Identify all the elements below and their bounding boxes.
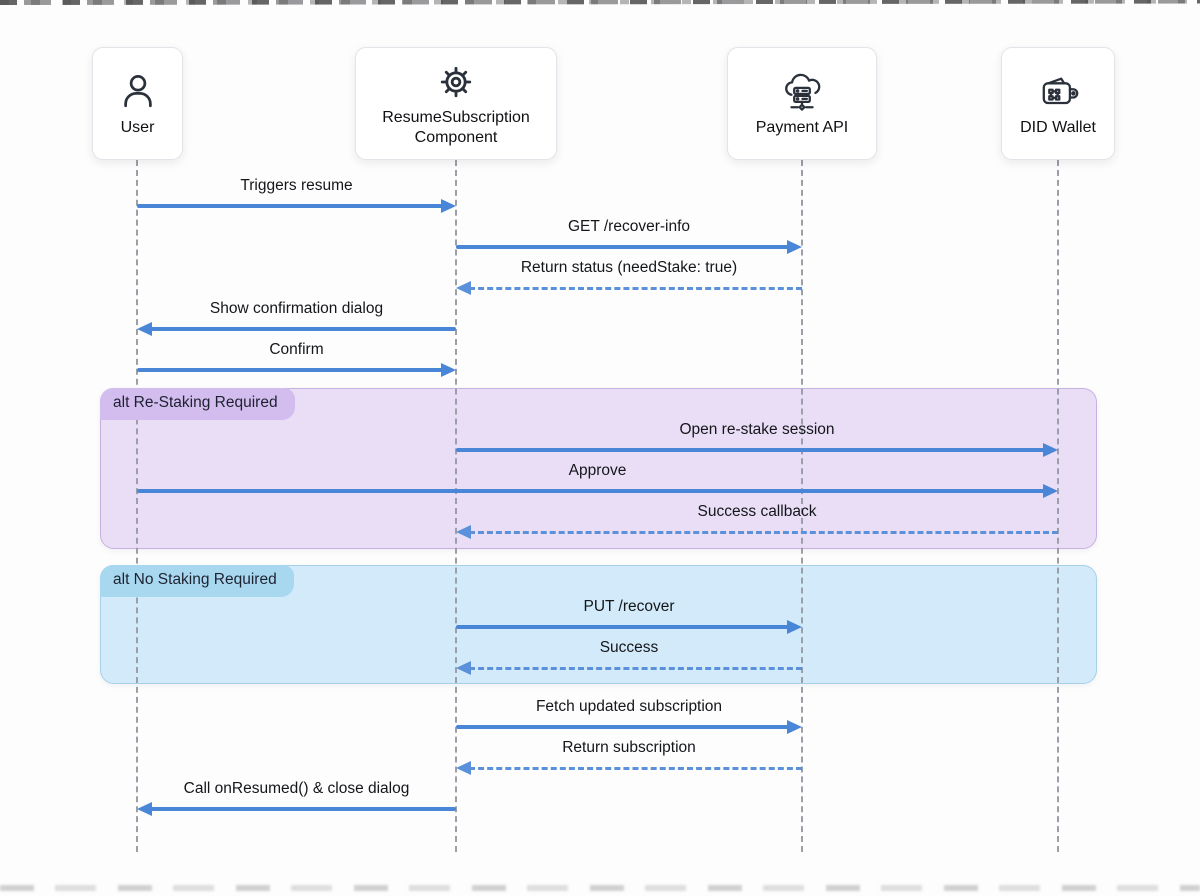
message-label: Return status (needStake: true) (520, 259, 738, 276)
message-label: Show confirmation dialog (209, 300, 384, 317)
message-line (456, 625, 789, 629)
message-label: Confirm (269, 341, 324, 358)
gear-icon (433, 59, 479, 105)
message-label: PUT /recover (583, 598, 675, 615)
arrowhead-icon (137, 321, 152, 336)
message-line (150, 327, 456, 331)
message-1: GET /recover-info (456, 218, 802, 256)
return-message-line (469, 767, 802, 770)
arrowhead-icon (1043, 442, 1058, 457)
arrowhead-icon (441, 362, 456, 377)
message-line (137, 204, 443, 208)
alt-frame-label-nostaking: alt No Staking Required (100, 565, 294, 597)
alt-frame-label-restaking: alt Re-Staking Required (100, 388, 295, 420)
actor-label: ResumeSubscription Component (382, 109, 530, 146)
user-icon (115, 69, 161, 115)
message-label: Approve (568, 462, 627, 479)
lifeline-payment (801, 160, 803, 852)
message-line (456, 725, 789, 729)
arrowhead-icon (456, 760, 471, 775)
actor-box-user: User (92, 47, 183, 160)
return-message-line (469, 667, 802, 670)
message-7: Success callback (456, 503, 1058, 541)
lifeline-wallet (1057, 160, 1059, 852)
arrowhead-icon (441, 198, 456, 213)
message-line (137, 368, 443, 372)
message-12: Call onResumed() & close dialog (137, 780, 456, 818)
arrowhead-icon (456, 524, 471, 539)
message-line (150, 807, 456, 811)
arrowhead-icon (787, 619, 802, 634)
top-edge-artifact (0, 0, 1200, 5)
arrowhead-icon (787, 239, 802, 254)
message-line (456, 448, 1045, 452)
message-label: Success callback (697, 503, 817, 520)
actor-label: DID Wallet (1020, 119, 1096, 137)
message-11: Return subscription (456, 739, 802, 777)
actor-label: User (120, 119, 155, 137)
arrowhead-icon (456, 660, 471, 675)
message-label: Fetch updated subscription (535, 698, 723, 715)
cloud-server-icon (779, 69, 825, 115)
message-label: Return subscription (562, 739, 696, 756)
arrowhead-icon (787, 719, 802, 734)
message-4: Confirm (137, 341, 456, 379)
actor-box-component: ResumeSubscription Component (355, 47, 557, 160)
lifeline-component (455, 160, 457, 852)
wallet-icon (1035, 69, 1081, 115)
message-label: GET /recover-info (567, 218, 691, 235)
bottom-edge-artifact (0, 885, 1200, 891)
message-label: Call onResumed() & close dialog (183, 780, 410, 797)
message-10: Fetch updated subscription (456, 698, 802, 736)
actor-box-wallet: DID Wallet (1001, 47, 1115, 160)
actor-label: Payment API (755, 119, 849, 137)
arrowhead-icon (456, 280, 471, 295)
message-line (137, 489, 1045, 493)
return-message-line (469, 287, 802, 290)
arrowhead-icon (137, 801, 152, 816)
return-message-line (469, 531, 1058, 534)
message-9: Success (456, 639, 802, 677)
message-label: Success (599, 639, 659, 656)
lifeline-user (136, 160, 138, 852)
message-6: Approve (137, 462, 1058, 500)
message-line (456, 245, 789, 249)
message-2: Return status (needStake: true) (456, 259, 802, 297)
actor-box-payment: Payment API (727, 47, 877, 160)
message-5: Open re-stake session (456, 421, 1058, 459)
message-8: PUT /recover (456, 598, 802, 636)
message-label: Open re-stake session (679, 421, 835, 438)
arrowhead-icon (1043, 483, 1058, 498)
message-0: Triggers resume (137, 177, 456, 215)
message-3: Show confirmation dialog (137, 300, 456, 338)
message-label: Triggers resume (240, 177, 353, 194)
